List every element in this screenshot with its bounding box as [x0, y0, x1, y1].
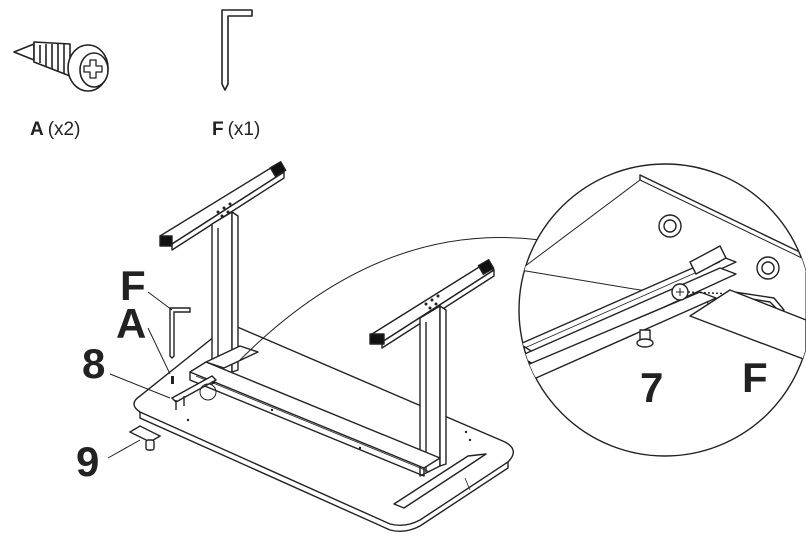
callout-7: 7 [640, 364, 663, 411]
callout-f-left: F [120, 262, 146, 309]
callout-a-left: A [116, 300, 146, 347]
leader-lines [107, 237, 761, 459]
leg-bolts-left [216, 202, 232, 218]
part-a-label: A(x2) [30, 119, 80, 140]
crank-handle [128, 425, 162, 451]
leg-bolts-right [424, 294, 440, 310]
desktop-panel [133, 323, 514, 533]
small-screw-a [171, 376, 174, 384]
crank-mount-bracket [170, 375, 218, 410]
part-f-label: F(x1) [212, 119, 260, 140]
allen-key-icon [221, 9, 253, 91]
screw-icon [13, 41, 109, 92]
callout-f-right: F [742, 354, 768, 401]
crossbeam [189, 345, 441, 477]
detail-magnifier [518, 163, 806, 457]
callout-8: 8 [82, 340, 105, 387]
right-leg-frame [369, 258, 495, 509]
left-allen-key [169, 307, 191, 359]
callout-9: 9 [76, 438, 99, 485]
